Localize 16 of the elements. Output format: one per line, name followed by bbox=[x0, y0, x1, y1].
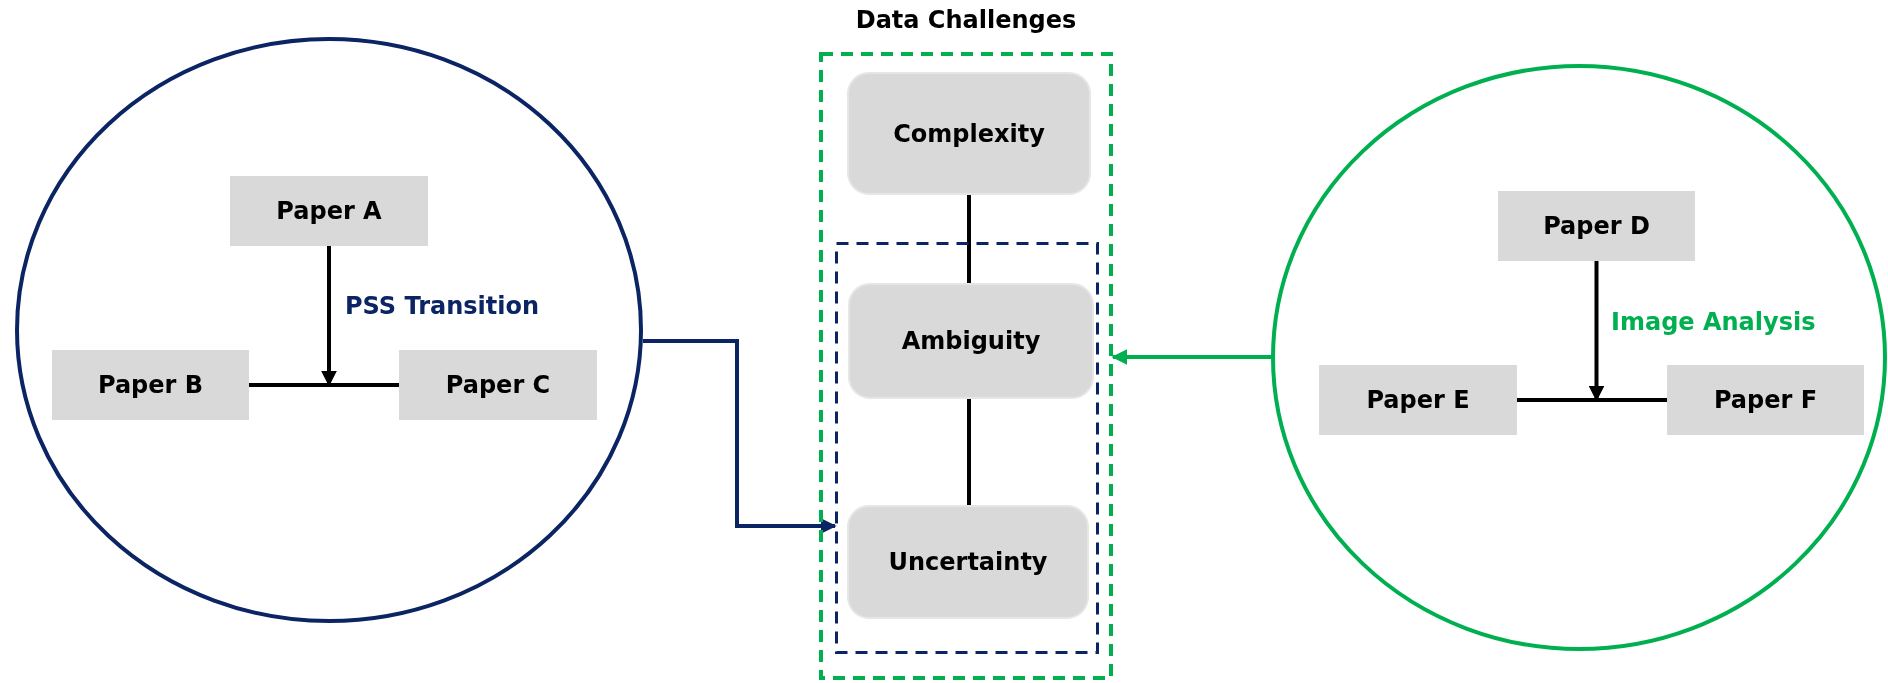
paper-box: Paper B bbox=[52, 350, 249, 420]
paper-box: Paper C bbox=[399, 350, 597, 420]
group-title: Data Challenges bbox=[855, 6, 1077, 34]
connector-line bbox=[1517, 398, 1667, 402]
challenge-box: Uncertainty bbox=[847, 505, 1089, 619]
challenge-box: Complexity bbox=[847, 72, 1091, 195]
arrow bbox=[1111, 349, 1271, 365]
paper-box: Paper E bbox=[1319, 365, 1517, 435]
connector-line bbox=[967, 195, 971, 283]
connector-line bbox=[249, 383, 399, 387]
challenge-box: Ambiguity bbox=[848, 283, 1094, 399]
paper-box: Paper D bbox=[1498, 191, 1695, 261]
connector-line bbox=[967, 399, 971, 505]
arrow bbox=[643, 339, 837, 534]
paper-box: Paper A bbox=[230, 176, 428, 246]
paper-box: Paper F bbox=[1667, 365, 1864, 435]
